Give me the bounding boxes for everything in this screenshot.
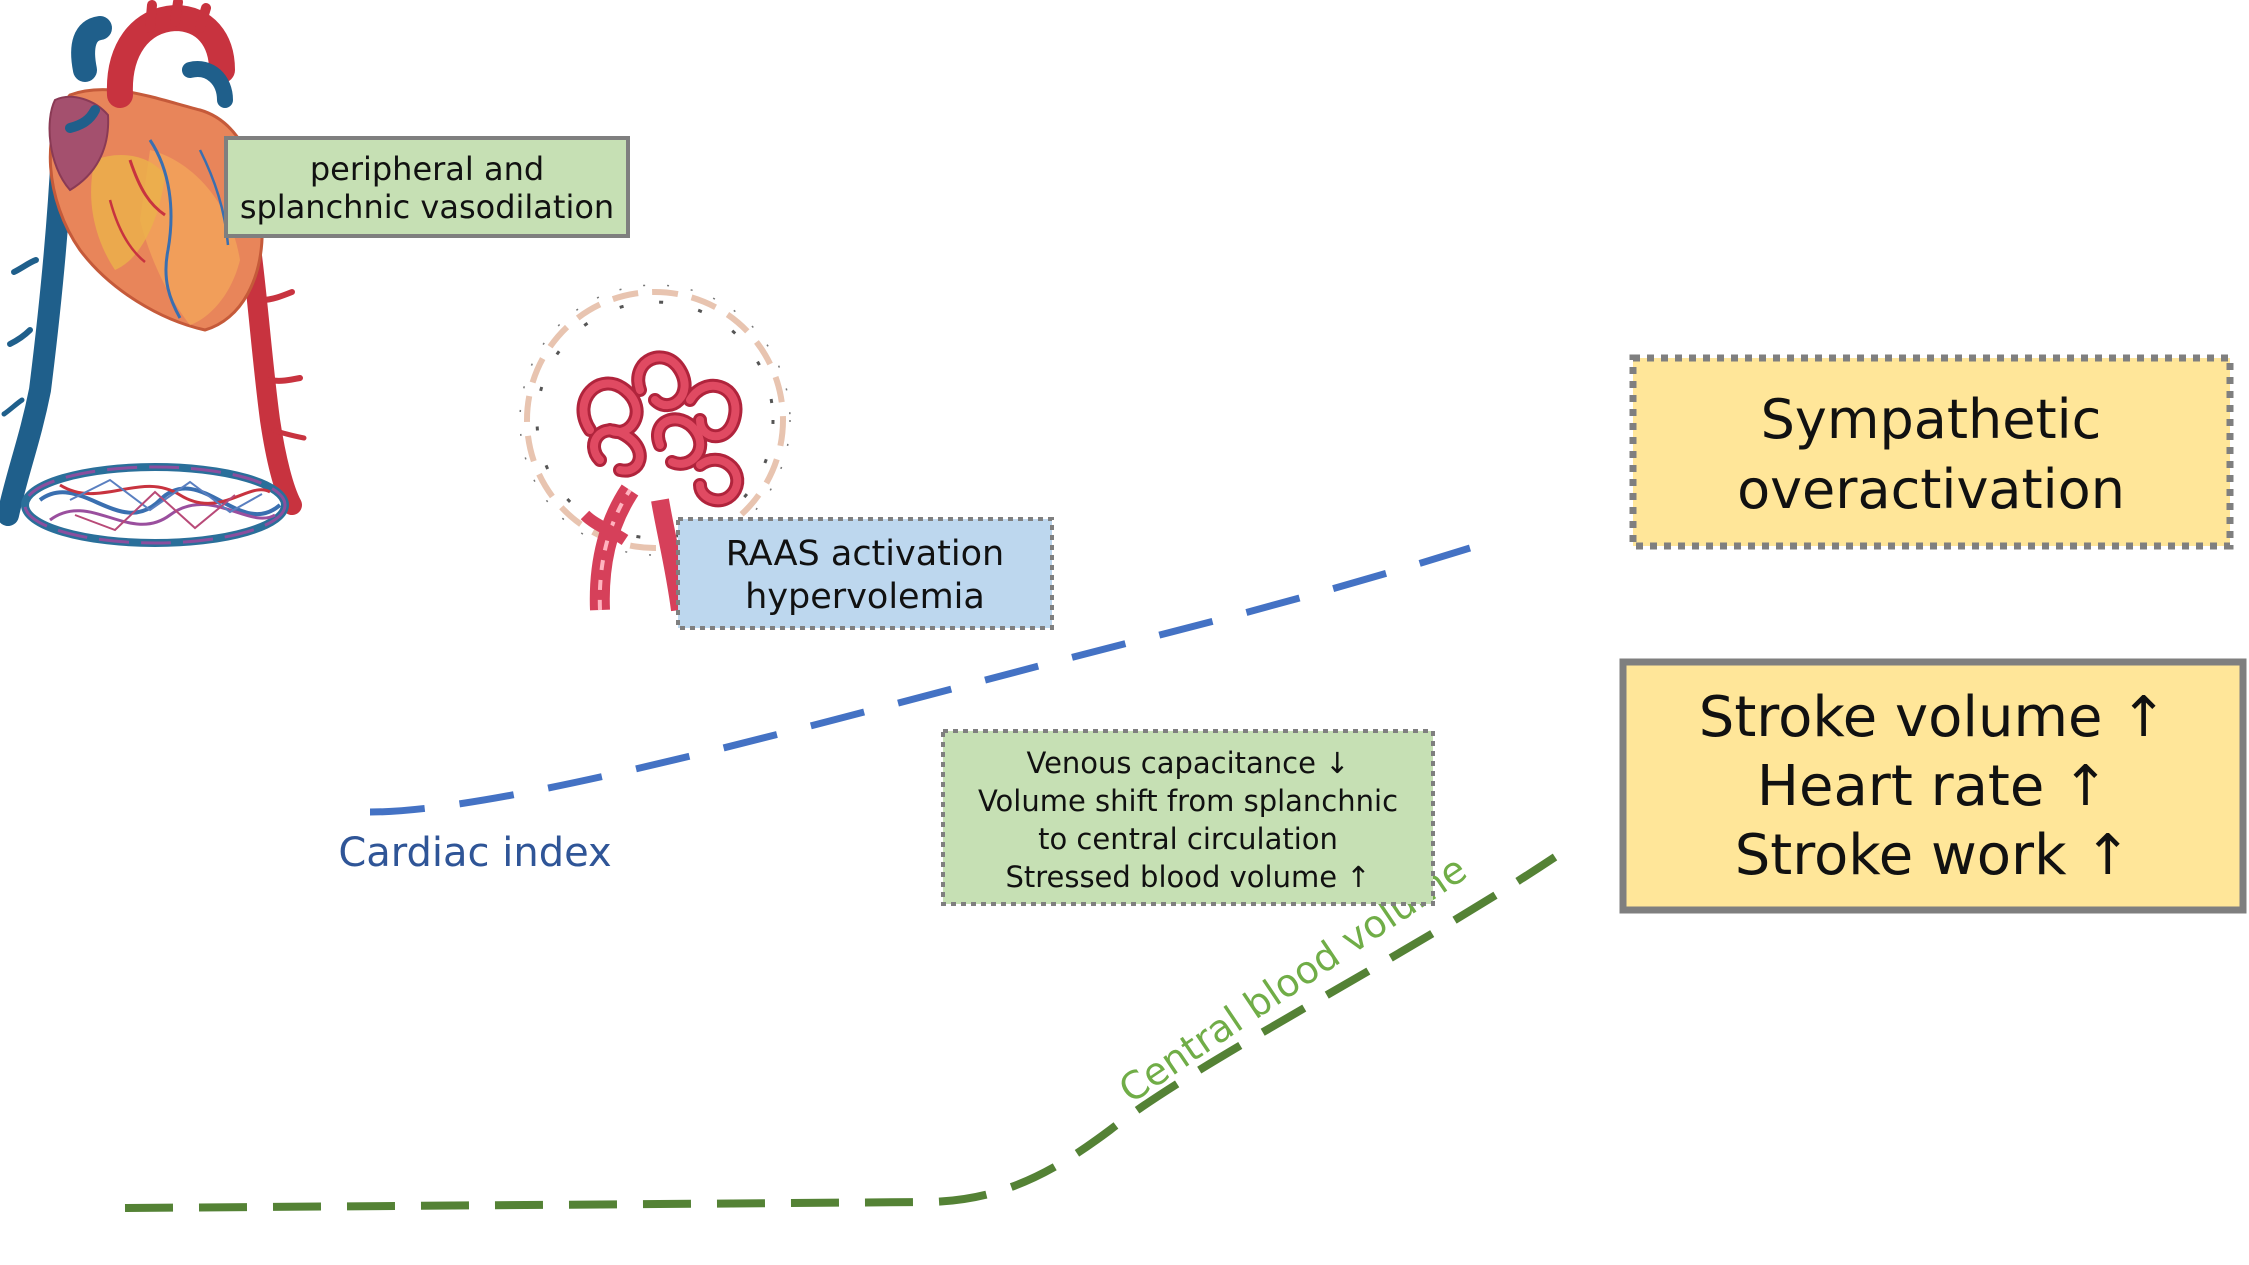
raas-box: RAAS activation hypervolemia (676, 517, 1054, 630)
cardiac-index-label: Cardiac index (338, 830, 611, 876)
hemodynamics-box: Stroke volume ↑ Heart rate ↑ Stroke work… (1619, 658, 2247, 914)
central-blood-volume-curve (124, 853, 1558, 1212)
sympathetic-line-2: overactivation (1737, 458, 2125, 521)
glomerulus-icon (519, 284, 791, 612)
venous-line-3: to central circulation (1038, 822, 1338, 856)
vasodilation-line-1: peripheral and (310, 150, 544, 188)
stroke-volume-line: Stroke volume ↑ (1699, 685, 2167, 750)
venous-box: Venous capacitance ↓ Volume shift from s… (941, 729, 1435, 906)
sympathetic-box: Sympathetic overactivation (1629, 354, 2234, 550)
raas-line-2: hypervolemia (745, 577, 985, 617)
cardiac-index-curve (369, 544, 1472, 816)
raas-line-1: RAAS activation (726, 534, 1004, 574)
vasodilation-line-2: splanchnic vasodilation (240, 188, 614, 226)
venous-line-2: Volume shift from splanchnic (978, 784, 1398, 818)
stroke-work-line: Stroke work ↑ (1735, 823, 2131, 888)
heart-rate-line: Heart rate ↑ (1757, 754, 2109, 819)
venous-line-4: Stressed blood volume ↑ (1005, 860, 1370, 894)
sympathetic-line-1: Sympathetic (1761, 388, 2102, 451)
vasodilation-box: peripheral and splanchnic vasodilation (224, 136, 630, 238)
heart-circulation-icon (0, 0, 307, 547)
venous-line-1: Venous capacitance ↓ (1027, 746, 1350, 780)
